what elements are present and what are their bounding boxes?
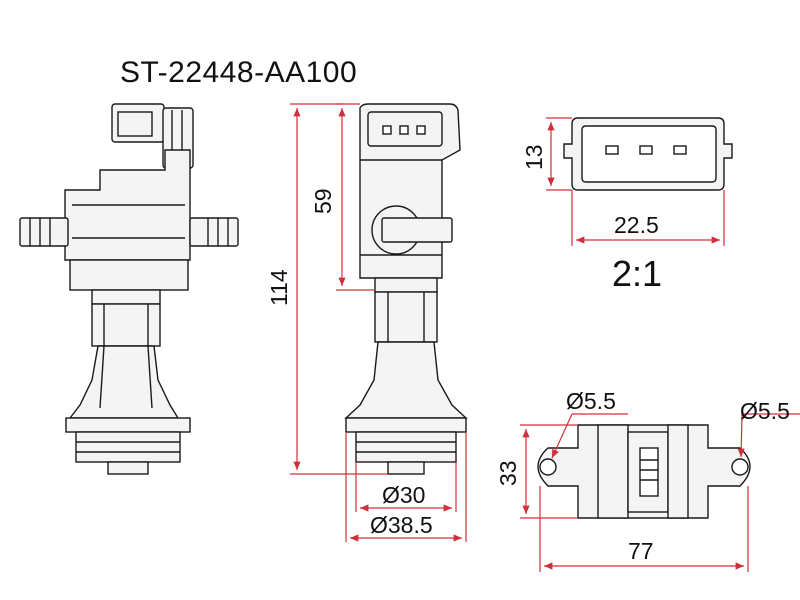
- mount-bottom-view: [537, 424, 751, 519]
- connector-detail: [563, 117, 733, 191]
- dim-mount-height: 33: [495, 460, 521, 486]
- dim-connector-height: 13: [521, 144, 547, 170]
- scale-label: 2:1: [612, 253, 663, 294]
- dim-hole-right: Ø5.5: [740, 398, 790, 424]
- dimension-lines: [290, 103, 800, 572]
- dim-connector-width: 22.5: [614, 212, 659, 238]
- dim-dia-inner: Ø30: [382, 482, 426, 508]
- part-number-title: ST-22448-AA100: [120, 56, 358, 89]
- dim-height-upper: 59: [310, 188, 336, 214]
- coil-side-view: [19, 103, 239, 475]
- dim-mount-width: 77: [628, 538, 654, 564]
- dim-height-total: 114: [266, 269, 292, 306]
- dim-dia-outer: Ø38.5: [370, 512, 433, 538]
- dim-hole-left: Ø5.5: [566, 388, 616, 414]
- coil-front-view: [344, 103, 468, 475]
